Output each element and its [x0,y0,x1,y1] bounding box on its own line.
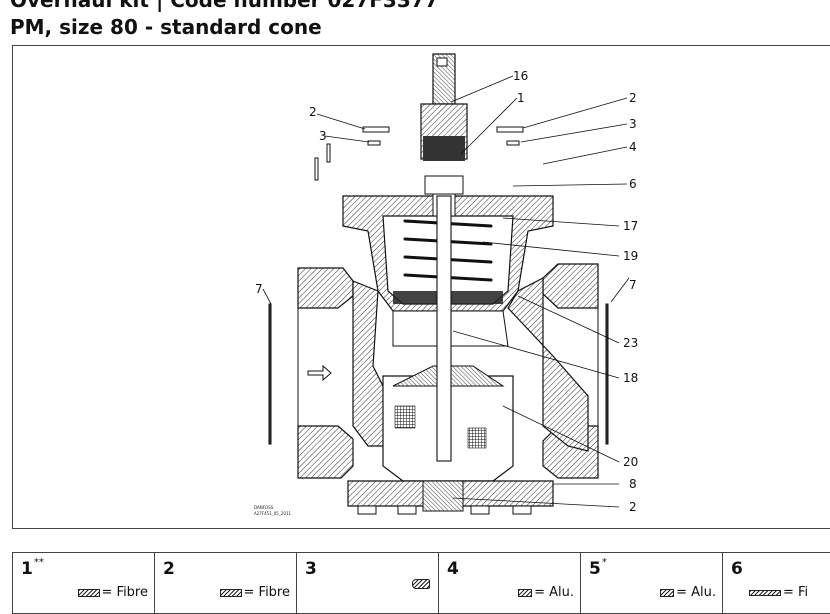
callout-7-left: 7 [255,282,263,296]
callout-17: 17 [623,219,638,233]
material-swatch [219,588,242,597]
part-number: 2 [163,559,175,579]
valve-cross-section: 16 1 2 3 4 6 17 19 7 23 18 20 8 2 2 3 7 … [254,53,638,516]
part-number: 1 [21,559,33,579]
part-cell-4: 4 = Alu. [439,553,581,613]
callout-20: 20 [623,455,638,469]
callout-4: 4 [629,140,637,154]
material-swatch [77,588,100,597]
part-material: = Fibre [101,585,148,600]
material-swatch [518,588,533,597]
part-number: 5 [589,559,601,579]
callout-6: 6 [629,177,637,191]
stamp-code: A27F451_05_2011 [254,511,291,516]
material-swatch [749,589,781,596]
part-mark: * [601,557,607,568]
part-material: = Fi [783,585,809,600]
callout-16: 16 [513,69,528,83]
valve-drawing: 16 1 2 3 4 6 17 19 7 23 18 20 8 2 2 3 7 … [12,45,830,529]
callout-1: 1 [517,91,525,105]
leader-lines [262,75,630,508]
callout-7-right: 7 [629,278,637,292]
part-cell-2: 2 = Fibre [155,553,297,613]
part-number: 3 [305,559,317,579]
part-material: = Fibre [243,585,290,600]
callout-3-left: 3 [319,129,327,143]
callout-18: 18 [623,371,638,385]
loose-parts [268,126,609,445]
pin-icon [412,579,430,589]
part-cell-6: 6 = Fi [723,553,830,613]
page-subtitle: PM, size 80 - standard cone [10,15,322,39]
part-material: = Alu. [676,585,716,600]
page-title-code: Overhaul kit | Code number 027F3377 [10,0,439,12]
part-number: 6 [731,559,743,579]
valve-body [297,53,599,515]
part-cell-1: 1** = Fibre [13,553,155,613]
parts-legend-table: 1** = Fibre 2 = Fibre 3 4 = Alu. 5* = Al… [12,552,830,614]
part-cell-3: 3 [297,553,439,613]
part-number: 4 [447,559,459,579]
callout-3-right: 3 [629,117,637,131]
part-mark: ** [33,557,44,568]
callout-2-left: 2 [309,105,317,119]
callout-19: 19 [623,249,638,263]
material-swatch [660,588,675,597]
callout-2-top: 2 [629,91,637,105]
callout-2-bottom: 2 [629,500,637,514]
part-cell-5: 5* = Alu. [581,553,723,613]
part-material: = Alu. [534,585,574,600]
callout-labels: 16 1 2 3 4 6 17 19 7 23 18 20 8 2 2 3 7 [255,69,638,514]
stamp-brand: DANFOSS [254,505,274,510]
callout-8: 8 [629,477,637,491]
callout-23: 23 [623,336,638,350]
